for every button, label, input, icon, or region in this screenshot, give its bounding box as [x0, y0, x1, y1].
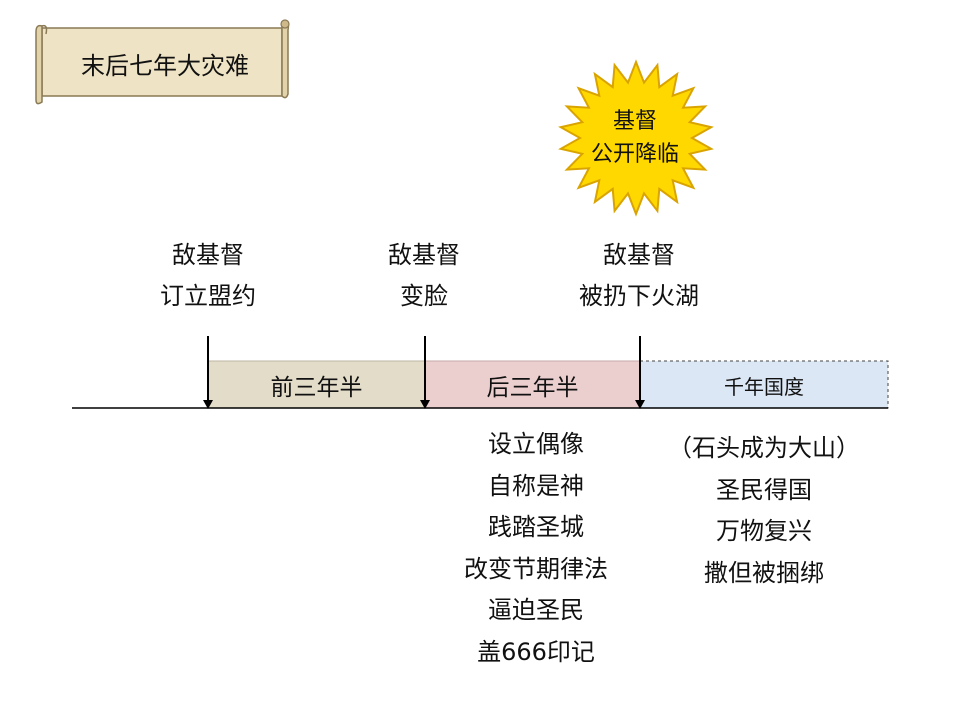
page-title: 末后七年大灾难 [81, 51, 249, 80]
period-3-bar [639, 360, 889, 409]
event-item: 践踏圣城 [488, 513, 584, 541]
milestone-3-line2: 被扔下火湖 [579, 282, 699, 310]
event-item: 逼迫圣民 [488, 596, 584, 624]
event-item: 自称是神 [488, 471, 584, 500]
milestone-1-line2: 订立盟约 [160, 282, 256, 310]
period-3-label: 千年国度 [724, 374, 804, 399]
milestone-2-line2: 变脸 [400, 282, 448, 310]
milestone-3-line1: 敌基督 [603, 241, 675, 269]
milestone-1-line1: 敌基督 [172, 241, 244, 269]
timeline [72, 336, 889, 409]
event-item: 盖666印记 [477, 637, 595, 666]
period-2-bar [424, 360, 641, 409]
event-item: 设立偶像 [488, 430, 584, 458]
event-item: （石头成为大山） [668, 434, 860, 462]
arrow-1 [203, 336, 213, 409]
sunburst-shape [558, 59, 714, 217]
event-item: 圣民得国 [716, 475, 812, 504]
second-half-events: 设立偶像 自称是神 践踏圣城 改变节期律法 逼迫圣民 盖666印记 [416, 424, 656, 673]
milestone-2-line1: 敌基督 [388, 241, 460, 269]
period-1-label: 前三年半 [270, 375, 363, 401]
milestone-1-label: 敌基督 订立盟约 [98, 240, 318, 311]
burst-line-1: 基督 [612, 109, 657, 134]
burst-line-2: 公开降临 [590, 142, 679, 167]
title-scroll [35, 19, 290, 105]
milestone-3-label: 敌基督 被扔下火湖 [529, 240, 749, 311]
period-2-label: 后三年半 [486, 375, 579, 401]
millennium-events: （石头成为大山） 圣民得国 万物复兴 撒但被捆绑 [644, 428, 884, 594]
arrow-2 [420, 336, 430, 409]
event-item: 撒但被捆绑 [704, 558, 824, 587]
event-item: 万物复兴 [716, 517, 812, 545]
milestone-2-label: 敌基督 变脸 [314, 240, 534, 311]
event-item: 改变节期律法 [464, 554, 608, 583]
arrow-3 [635, 336, 645, 409]
